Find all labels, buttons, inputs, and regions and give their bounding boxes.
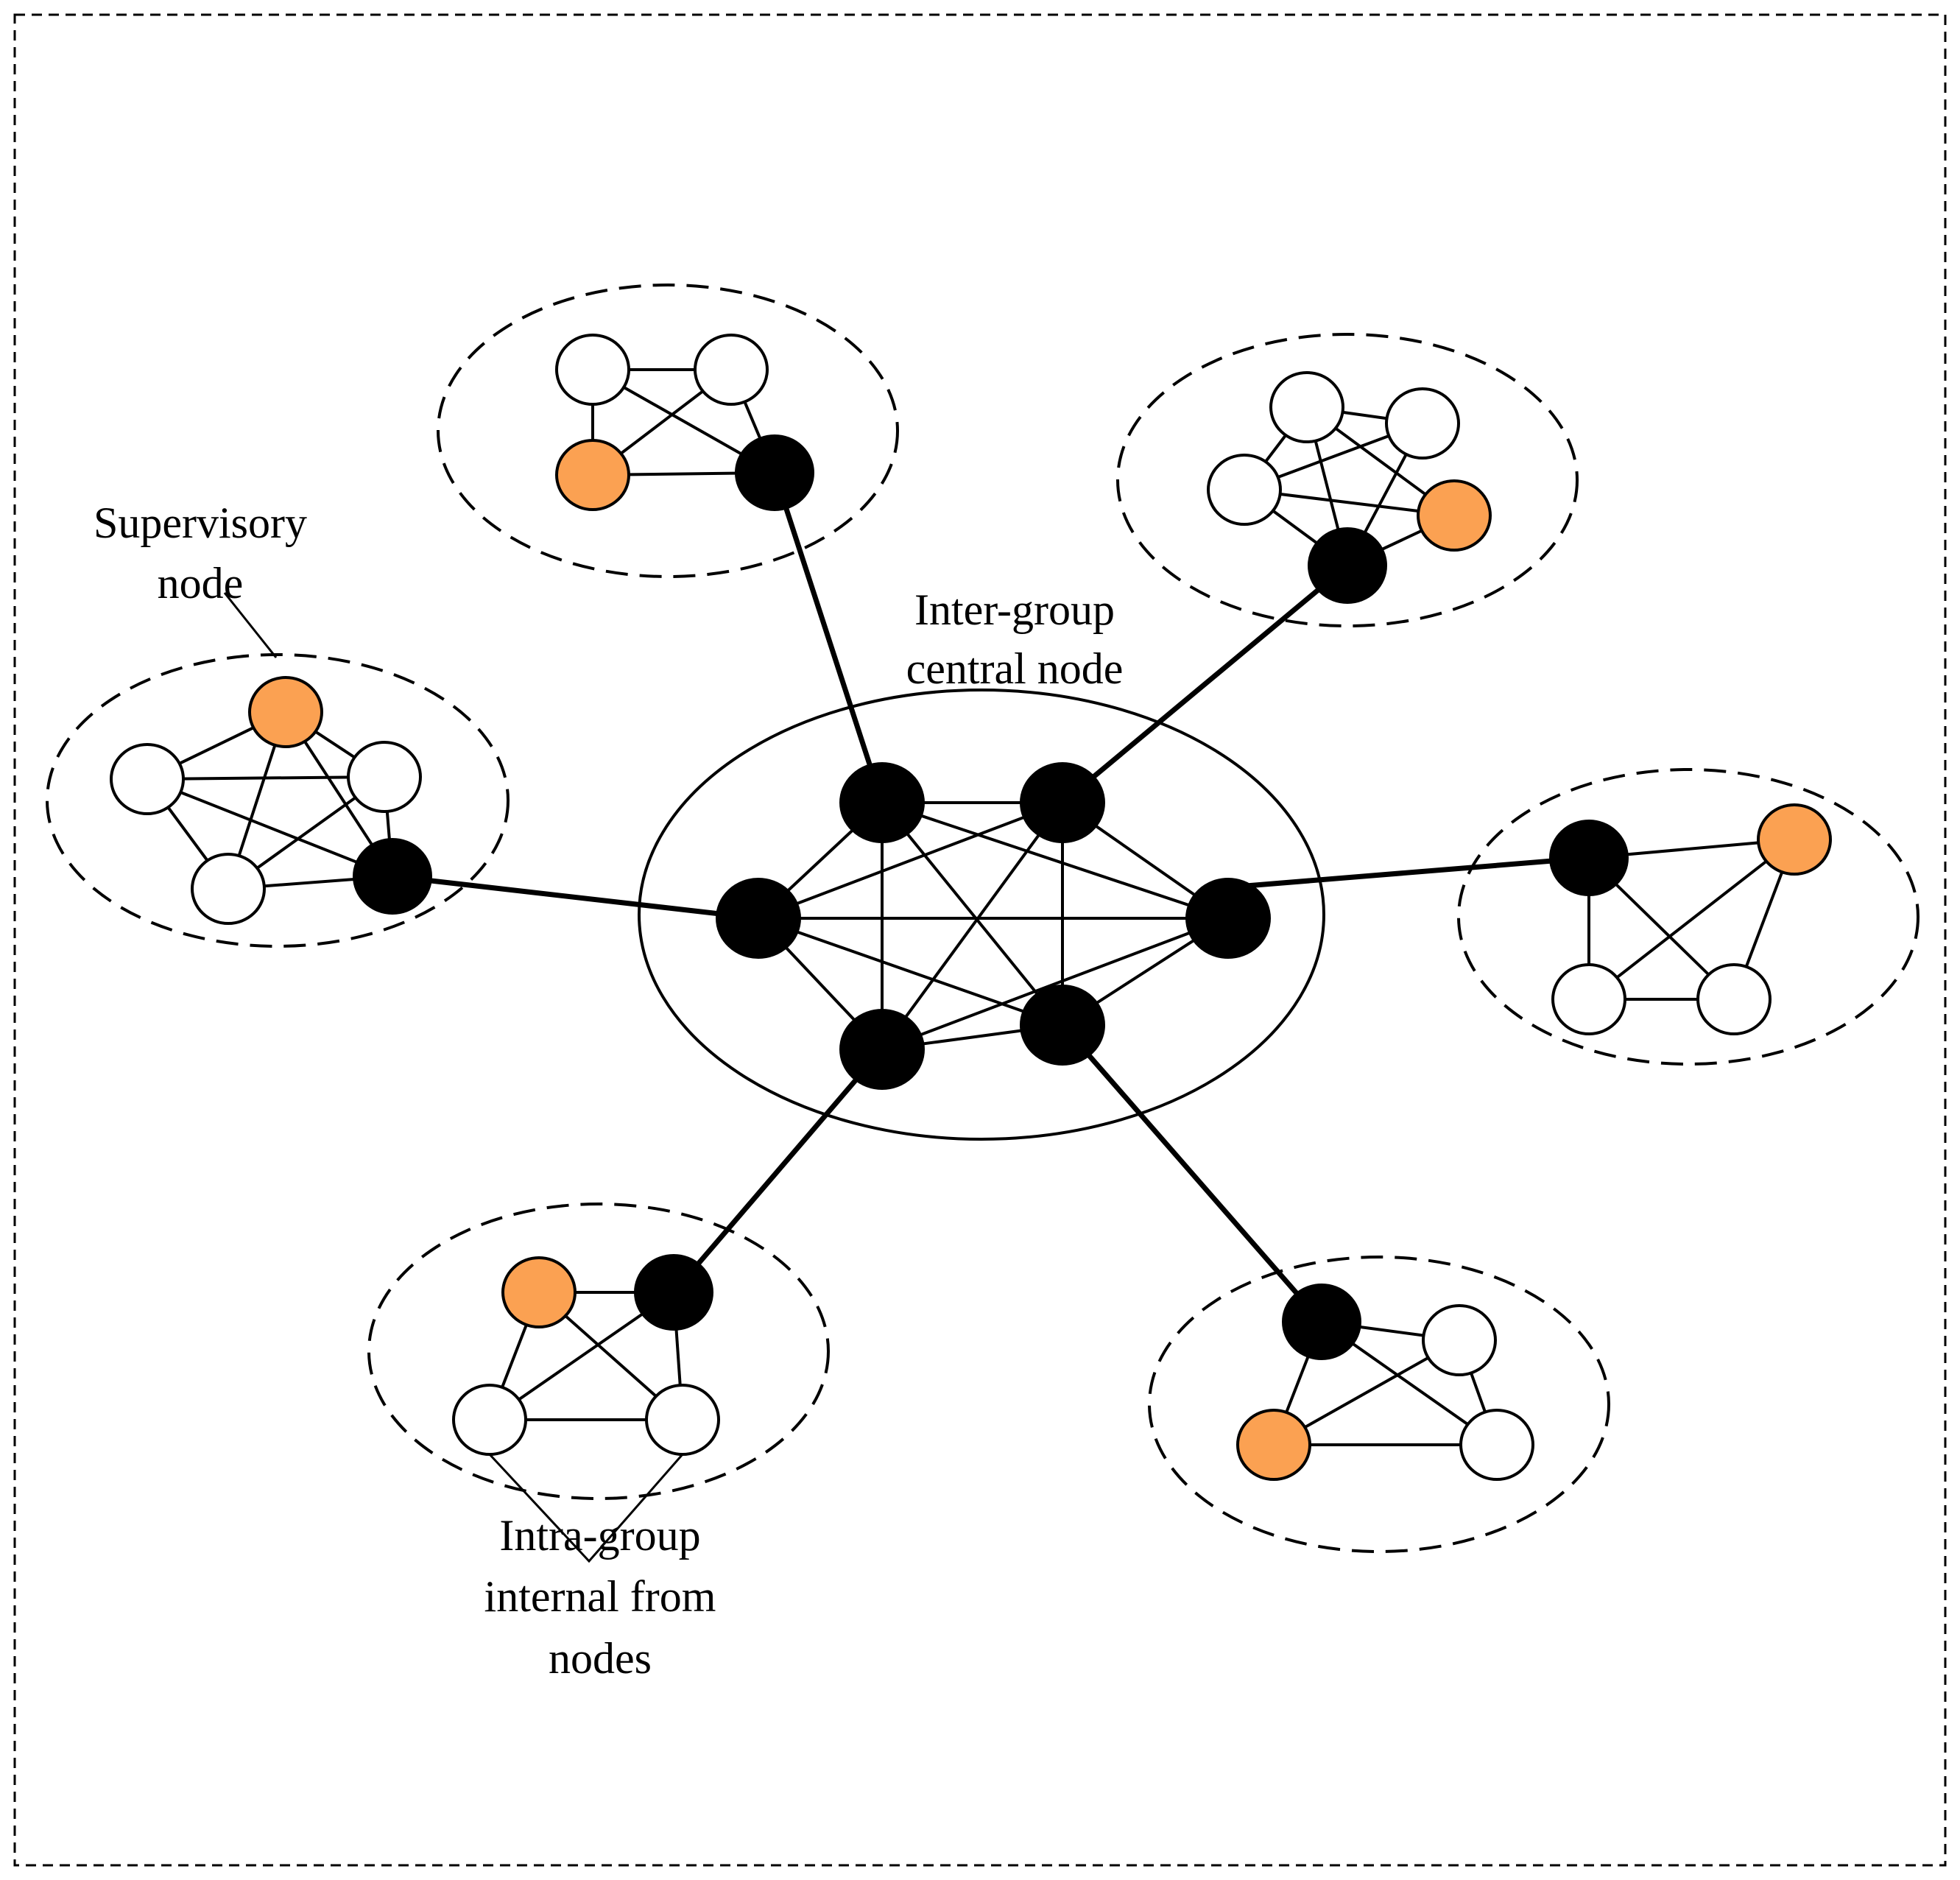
supervisory-label-line2: node: [158, 559, 244, 608]
central-node: [1020, 985, 1105, 1066]
left-group: [46, 653, 510, 948]
member-node: [694, 334, 769, 406]
member-node: [1696, 963, 1772, 1035]
central-node: [716, 878, 801, 959]
group-central-node: [1549, 820, 1629, 896]
supervisory-node: [1757, 803, 1832, 876]
member-node: [347, 741, 422, 813]
group-boundary: [1457, 768, 1920, 1066]
member-node: [645, 1384, 720, 1456]
member-node: [1551, 963, 1626, 1035]
member-node: [1422, 1304, 1497, 1376]
central-core-group: [638, 689, 1325, 1141]
central-node: [1185, 878, 1271, 959]
link-bottom-left-group: [671, 1047, 884, 1295]
intragroup-label-line3: nodes: [549, 1634, 652, 1683]
intergroup-label-line2: central node: [906, 644, 1124, 693]
group-boundary: [437, 284, 899, 578]
group-boundary: [1116, 333, 1579, 627]
group-central-node: [735, 434, 814, 511]
bottom-right-group: [1148, 1256, 1610, 1553]
group-central-node: [634, 1254, 713, 1331]
outer-frame: [13, 13, 1947, 1867]
member-node: [191, 853, 266, 925]
supervisory-node: [1417, 479, 1492, 552]
group-boundary: [1148, 1256, 1610, 1553]
intragroup-label-line2: internal from: [484, 1572, 716, 1621]
member-node: [555, 334, 630, 406]
member-node: [452, 1384, 527, 1456]
link-left-group: [392, 873, 759, 921]
supervisory-node: [248, 676, 323, 748]
member-node: [110, 743, 185, 815]
right-group: [1457, 768, 1920, 1066]
member-node: [1207, 454, 1282, 526]
group-boundary: [367, 1203, 830, 1500]
member-node: [1459, 1409, 1534, 1481]
supervisory-label-line1: Supervisory: [94, 499, 307, 547]
central-node: [839, 1009, 925, 1090]
core-boundary: [638, 689, 1325, 1141]
central-node: [1020, 762, 1105, 843]
group-boundary: [46, 653, 510, 948]
supervisory-leader-line: [223, 592, 278, 658]
link-bottom-right-group: [1060, 1023, 1324, 1324]
link-top-right-group: [1060, 563, 1350, 805]
member-node: [1385, 387, 1460, 460]
supervisory-node: [501, 1256, 577, 1328]
link-top-group: [772, 471, 885, 804]
member-node: [1269, 371, 1344, 443]
central-node: [839, 762, 925, 843]
intragroup-label-line1: Intra-group: [499, 1511, 700, 1560]
bottom-left-group: [367, 1203, 830, 1500]
link-right-group: [1227, 855, 1590, 890]
group-central-node: [353, 838, 432, 915]
group-central-node: [1308, 527, 1387, 604]
intergroup-label-line1: Inter-group: [914, 585, 1115, 634]
supervisory-node: [1236, 1409, 1311, 1481]
top-right-group: [1116, 333, 1579, 627]
group-central-node: [1282, 1284, 1361, 1360]
top-group: [437, 284, 899, 578]
core-edges: [757, 801, 1230, 1051]
intragroup-leader-line: [488, 1453, 684, 1563]
supervisory-node: [555, 439, 630, 511]
